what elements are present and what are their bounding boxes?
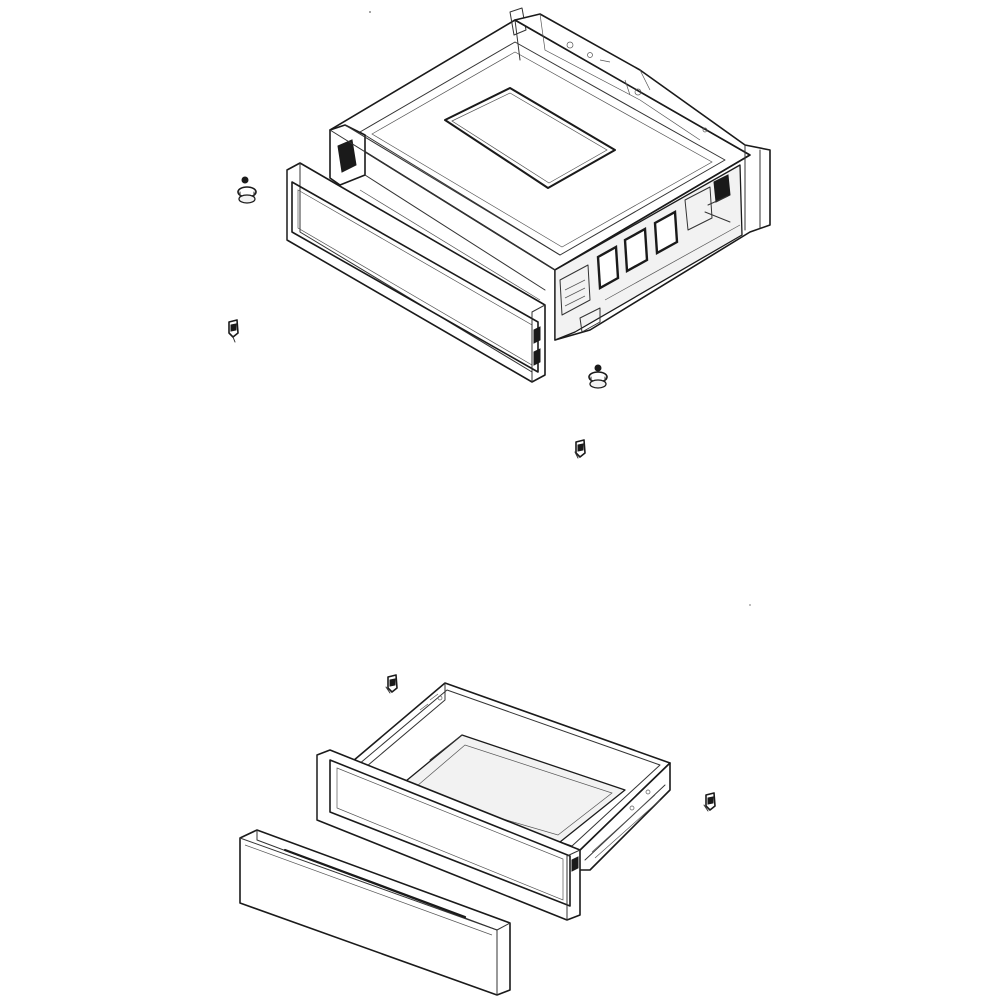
drawer-clip-right[interactable] <box>703 792 716 812</box>
leveling-leg-right[interactable] <box>588 364 608 389</box>
warming-drawer-pan[interactable] <box>339 682 671 871</box>
drawer-front-frame-lower[interactable] <box>316 749 581 921</box>
drawer-body[interactable] <box>329 7 771 341</box>
leveling-leg-left[interactable] <box>237 176 257 204</box>
bracket-clip-right[interactable] <box>574 439 586 459</box>
drawer-front-panel[interactable] <box>239 829 511 996</box>
drawer-clip-left[interactable] <box>385 674 398 694</box>
bracket-clip-left[interactable] <box>228 319 239 343</box>
drawer-front-frame[interactable] <box>286 162 546 383</box>
